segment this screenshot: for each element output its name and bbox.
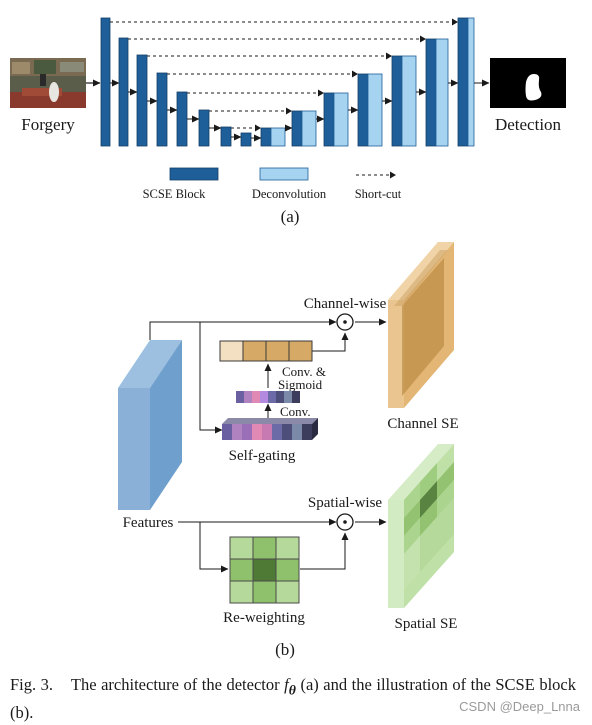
legend-shortcut: Short-cut: [355, 187, 402, 201]
panel-a-label: (a): [281, 207, 300, 226]
encoder-scse-blocks: [100, 17, 252, 147]
decoder-blocks: [260, 17, 475, 147]
shortcut-lines: [110, 21, 452, 129]
self-gating-label: Self-gating: [229, 448, 296, 464]
conv-sigmoid-label-1: Conv. &: [282, 364, 326, 379]
caption-fig-number: Fig. 3.: [10, 675, 54, 694]
forgery-image: [10, 58, 86, 108]
legend-deconv: Deconvolution: [252, 187, 327, 201]
conv-label: Conv.: [280, 404, 311, 419]
self-gating-strip: [222, 418, 318, 440]
spatial-se-label: Spatial SE: [395, 616, 458, 632]
caption-subscript: θ: [288, 682, 296, 698]
detection-mask: [490, 58, 566, 108]
caption-symbol: f: [284, 675, 289, 694]
legend-scse: SCSE Block: [143, 187, 207, 201]
caption-text-1: The architecture of the detector: [70, 675, 280, 694]
panel-b: Features Channel-wise Conv. & Sigmoid: [118, 242, 459, 659]
channel-se-label: Channel SE: [387, 416, 458, 432]
conv-strip: [236, 391, 300, 403]
channel-wise-label: Channel-wise: [304, 296, 387, 312]
forgery-label: Forgery: [21, 115, 75, 134]
re-weighting-grid: [229, 536, 300, 604]
features-slab: [118, 340, 182, 510]
panel-b-label: (b): [275, 640, 295, 659]
panel-a: Forgery: [10, 17, 566, 226]
channel-se-slab: [388, 242, 454, 408]
legend: SCSE Block Deconvolution Short-cut: [143, 167, 402, 201]
spatial-wise-label: Spatial-wise: [308, 495, 382, 511]
watermark: CSDN @Deep_Lnna: [459, 699, 580, 714]
features-label: Features: [123, 515, 174, 531]
spatial-se-slab: [388, 444, 454, 608]
detection-label: Detection: [495, 115, 562, 134]
re-weighting-label: Re-weighting: [223, 610, 305, 626]
caption-text-2: (a) and the illustration of the SCSE blo…: [10, 675, 577, 723]
channel-vector: [219, 340, 313, 362]
conv-sigmoid-label-2: Sigmoid: [278, 377, 323, 392]
figure-caption: Fig. 3. The architecture of the detector…: [10, 673, 576, 724]
